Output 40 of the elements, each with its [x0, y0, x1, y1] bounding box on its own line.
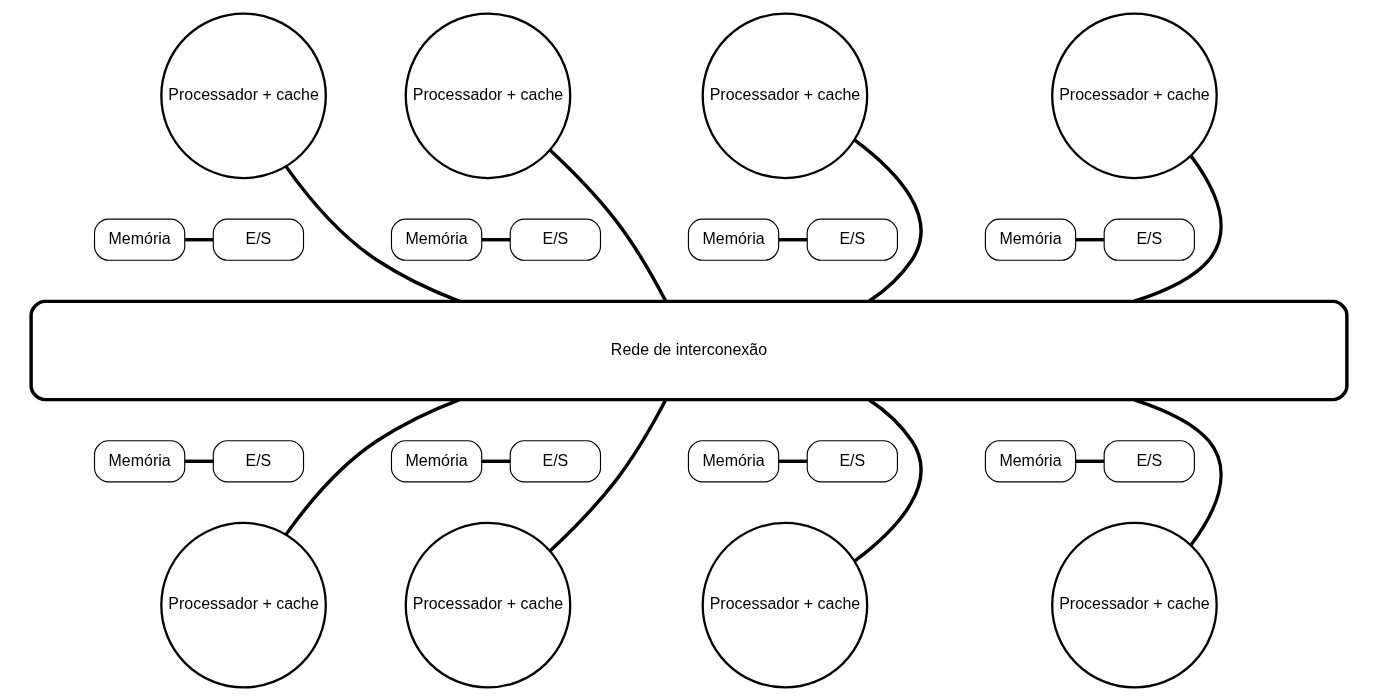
node-box: Memória — [687, 439, 779, 482]
node-box: E/S — [509, 218, 601, 261]
connector — [481, 237, 510, 241]
node-box: Memória — [984, 218, 1076, 261]
connector — [1133, 397, 1223, 546]
connector — [184, 459, 213, 463]
connector — [548, 398, 667, 552]
node-circle: Processador + cache — [701, 521, 868, 689]
node-box: E/S — [1103, 439, 1195, 482]
node-box: E/S — [806, 439, 898, 482]
node-box: Rede de interconexão — [28, 299, 1349, 401]
connector — [778, 237, 807, 241]
node-box: Memória — [93, 439, 185, 482]
node-circle: Processador + cache — [404, 521, 571, 689]
connector — [481, 459, 510, 463]
node-circle: Processador + cache — [1050, 11, 1218, 179]
node-box: E/S — [509, 439, 601, 482]
node-circle: Processador + cache — [404, 11, 571, 179]
node-circle: Processador + cache — [1050, 521, 1218, 689]
node-box: Memória — [390, 439, 482, 482]
node-box: E/S — [212, 439, 304, 482]
connector — [778, 459, 807, 463]
node-box: Memória — [984, 439, 1076, 482]
connector — [548, 148, 667, 302]
node-box: E/S — [806, 218, 898, 261]
node-box: E/S — [212, 218, 304, 261]
connector — [1133, 154, 1223, 303]
node-circle: Processador + cache — [159, 11, 327, 179]
connector — [1075, 459, 1104, 463]
connector — [284, 397, 460, 535]
node-circle: Processador + cache — [701, 11, 868, 179]
connector — [852, 137, 923, 303]
node-box: E/S — [1103, 218, 1195, 261]
node-box: Memória — [390, 218, 482, 261]
connector — [284, 165, 460, 303]
node-box: Memória — [687, 218, 779, 261]
connector — [184, 237, 213, 241]
connector — [1075, 237, 1104, 241]
node-box: Memória — [93, 218, 185, 261]
node-circle: Processador + cache — [159, 521, 327, 689]
